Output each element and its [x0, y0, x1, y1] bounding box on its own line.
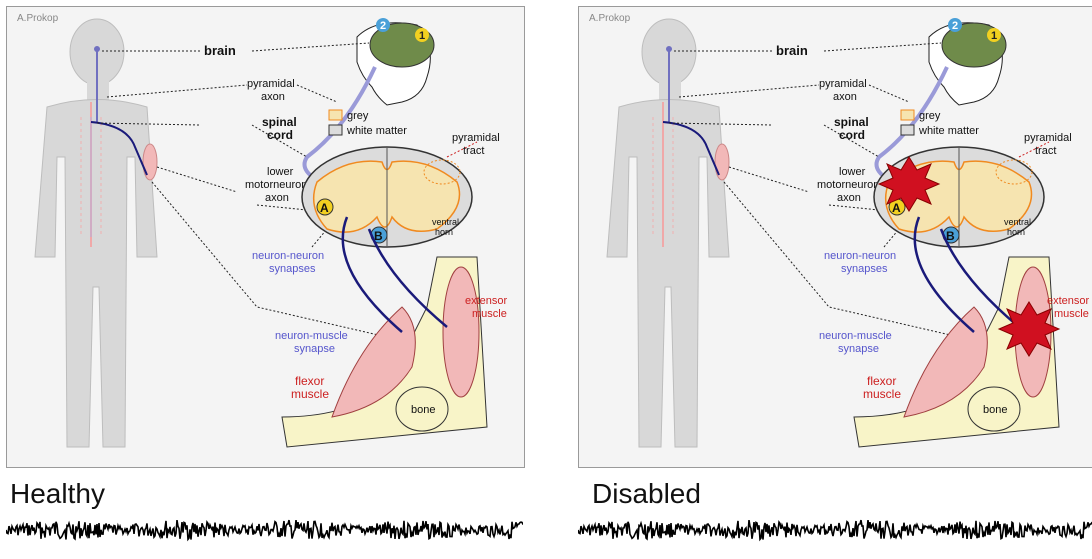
nn-synapses-label-2: synapses [269, 263, 316, 275]
spinal-cord-label-1: spinal [834, 115, 869, 129]
pyramidal-axon-label-1: pyramidal [819, 78, 867, 90]
spinal-cord-label-2: cord [839, 128, 865, 142]
extensor-label-1: extensor [1047, 295, 1090, 307]
ventral-horn-label-1: ventral [1004, 217, 1031, 227]
brain-label: brain [776, 43, 808, 58]
extensor-label-1: extensor [465, 295, 508, 307]
emg-trace-healthy [6, 510, 523, 550]
marker-a-label: A [320, 201, 329, 215]
brain-area-2-label: 2 [952, 20, 958, 32]
bone-label: bone [983, 404, 1007, 416]
lower-mn-label-3: axon [837, 192, 861, 204]
emg-trace-line [6, 520, 523, 539]
brain-area-1-label: 1 [991, 30, 997, 42]
ventral-horn-label-2: horn [1007, 227, 1025, 237]
lower-mn-label-2: motorneuron [817, 179, 879, 191]
flexor-label-2: muscle [291, 387, 329, 401]
emg-trace-disabled [578, 510, 1092, 550]
brain-head: 2 1 [929, 18, 1006, 105]
flexor-label-2: muscle [863, 387, 901, 401]
brain-label: brain [204, 43, 236, 58]
marker-a-label: A [892, 201, 901, 215]
brain-area-2-label: 2 [380, 20, 386, 32]
extensor-muscle-shape [443, 267, 479, 397]
caption-healthy: Healthy [10, 478, 105, 510]
lower-mn-label-1: lower [267, 166, 294, 178]
bone-label: bone [411, 404, 435, 416]
caption-disabled: Disabled [592, 478, 701, 510]
lower-mn-label-3: axon [265, 192, 289, 204]
pyramidal-axon-label-1: pyramidal [247, 78, 295, 90]
legend-white-label: white matter [918, 125, 979, 137]
legend-grey-label: grey [347, 110, 369, 122]
nm-synapse-label-1: neuron-muscle [275, 330, 348, 342]
nm-synapse-label-2: synapse [838, 343, 879, 355]
motor-pathway-diagram: 2 1 brain pyramidal axon spinal cord gre… [7, 7, 524, 467]
lesion-spinal-starburst [879, 157, 939, 211]
spinal-cord-label-1: spinal [262, 115, 297, 129]
legend-white-swatch [329, 125, 342, 135]
nm-synapse-label-1: neuron-muscle [819, 330, 892, 342]
pyramidal-axon-label-2: axon [833, 91, 857, 103]
extensor-label-2: muscle [1054, 308, 1089, 320]
motor-pathway-diagram: 2 1 brain pyramidal axon spinal cord gre… [579, 7, 1092, 467]
lesion-extensor-starburst [999, 302, 1059, 356]
legend-grey-label: grey [919, 110, 941, 122]
legend-grey-swatch [329, 110, 342, 120]
brain-area-1-label: 1 [419, 30, 425, 42]
spinal-cord-label-2: cord [267, 128, 293, 142]
author-credit: A.Prokop [17, 13, 59, 24]
pyramidal-tract-label-2: tract [463, 145, 484, 157]
legend-white-label: white matter [346, 125, 407, 137]
extensor-label-2: muscle [472, 308, 507, 320]
legend-white-swatch [901, 125, 914, 135]
diagram-panel-healthy: 2 1 brain pyramidal axon spinal cord gre… [6, 6, 525, 468]
nn-synapses-label-2: synapses [841, 263, 888, 275]
brain-head: 2 1 [357, 18, 434, 105]
lower-mn-label-1: lower [839, 166, 866, 178]
ventral-horn-label-1: ventral [432, 217, 459, 227]
author-credit: A.Prokop [589, 13, 631, 24]
ventral-horn-label-2: horn [435, 227, 453, 237]
diagram-panel-disabled: 2 1 brain pyramidal axon spinal cord gre… [578, 6, 1092, 468]
legend-grey-swatch [901, 110, 914, 120]
nn-synapses-label-1: neuron-neuron [824, 250, 896, 262]
nn-synapses-label-1: neuron-neuron [252, 250, 324, 262]
emg-trace-line [578, 520, 1092, 539]
flexor-label-1: flexor [295, 374, 324, 388]
flexor-label-1: flexor [867, 374, 896, 388]
nm-synapse-label-2: synapse [294, 343, 335, 355]
pyramidal-axon-label-2: axon [261, 91, 285, 103]
pyramidal-tract-label-2: tract [1035, 145, 1056, 157]
lower-mn-label-2: motorneuron [245, 179, 307, 191]
